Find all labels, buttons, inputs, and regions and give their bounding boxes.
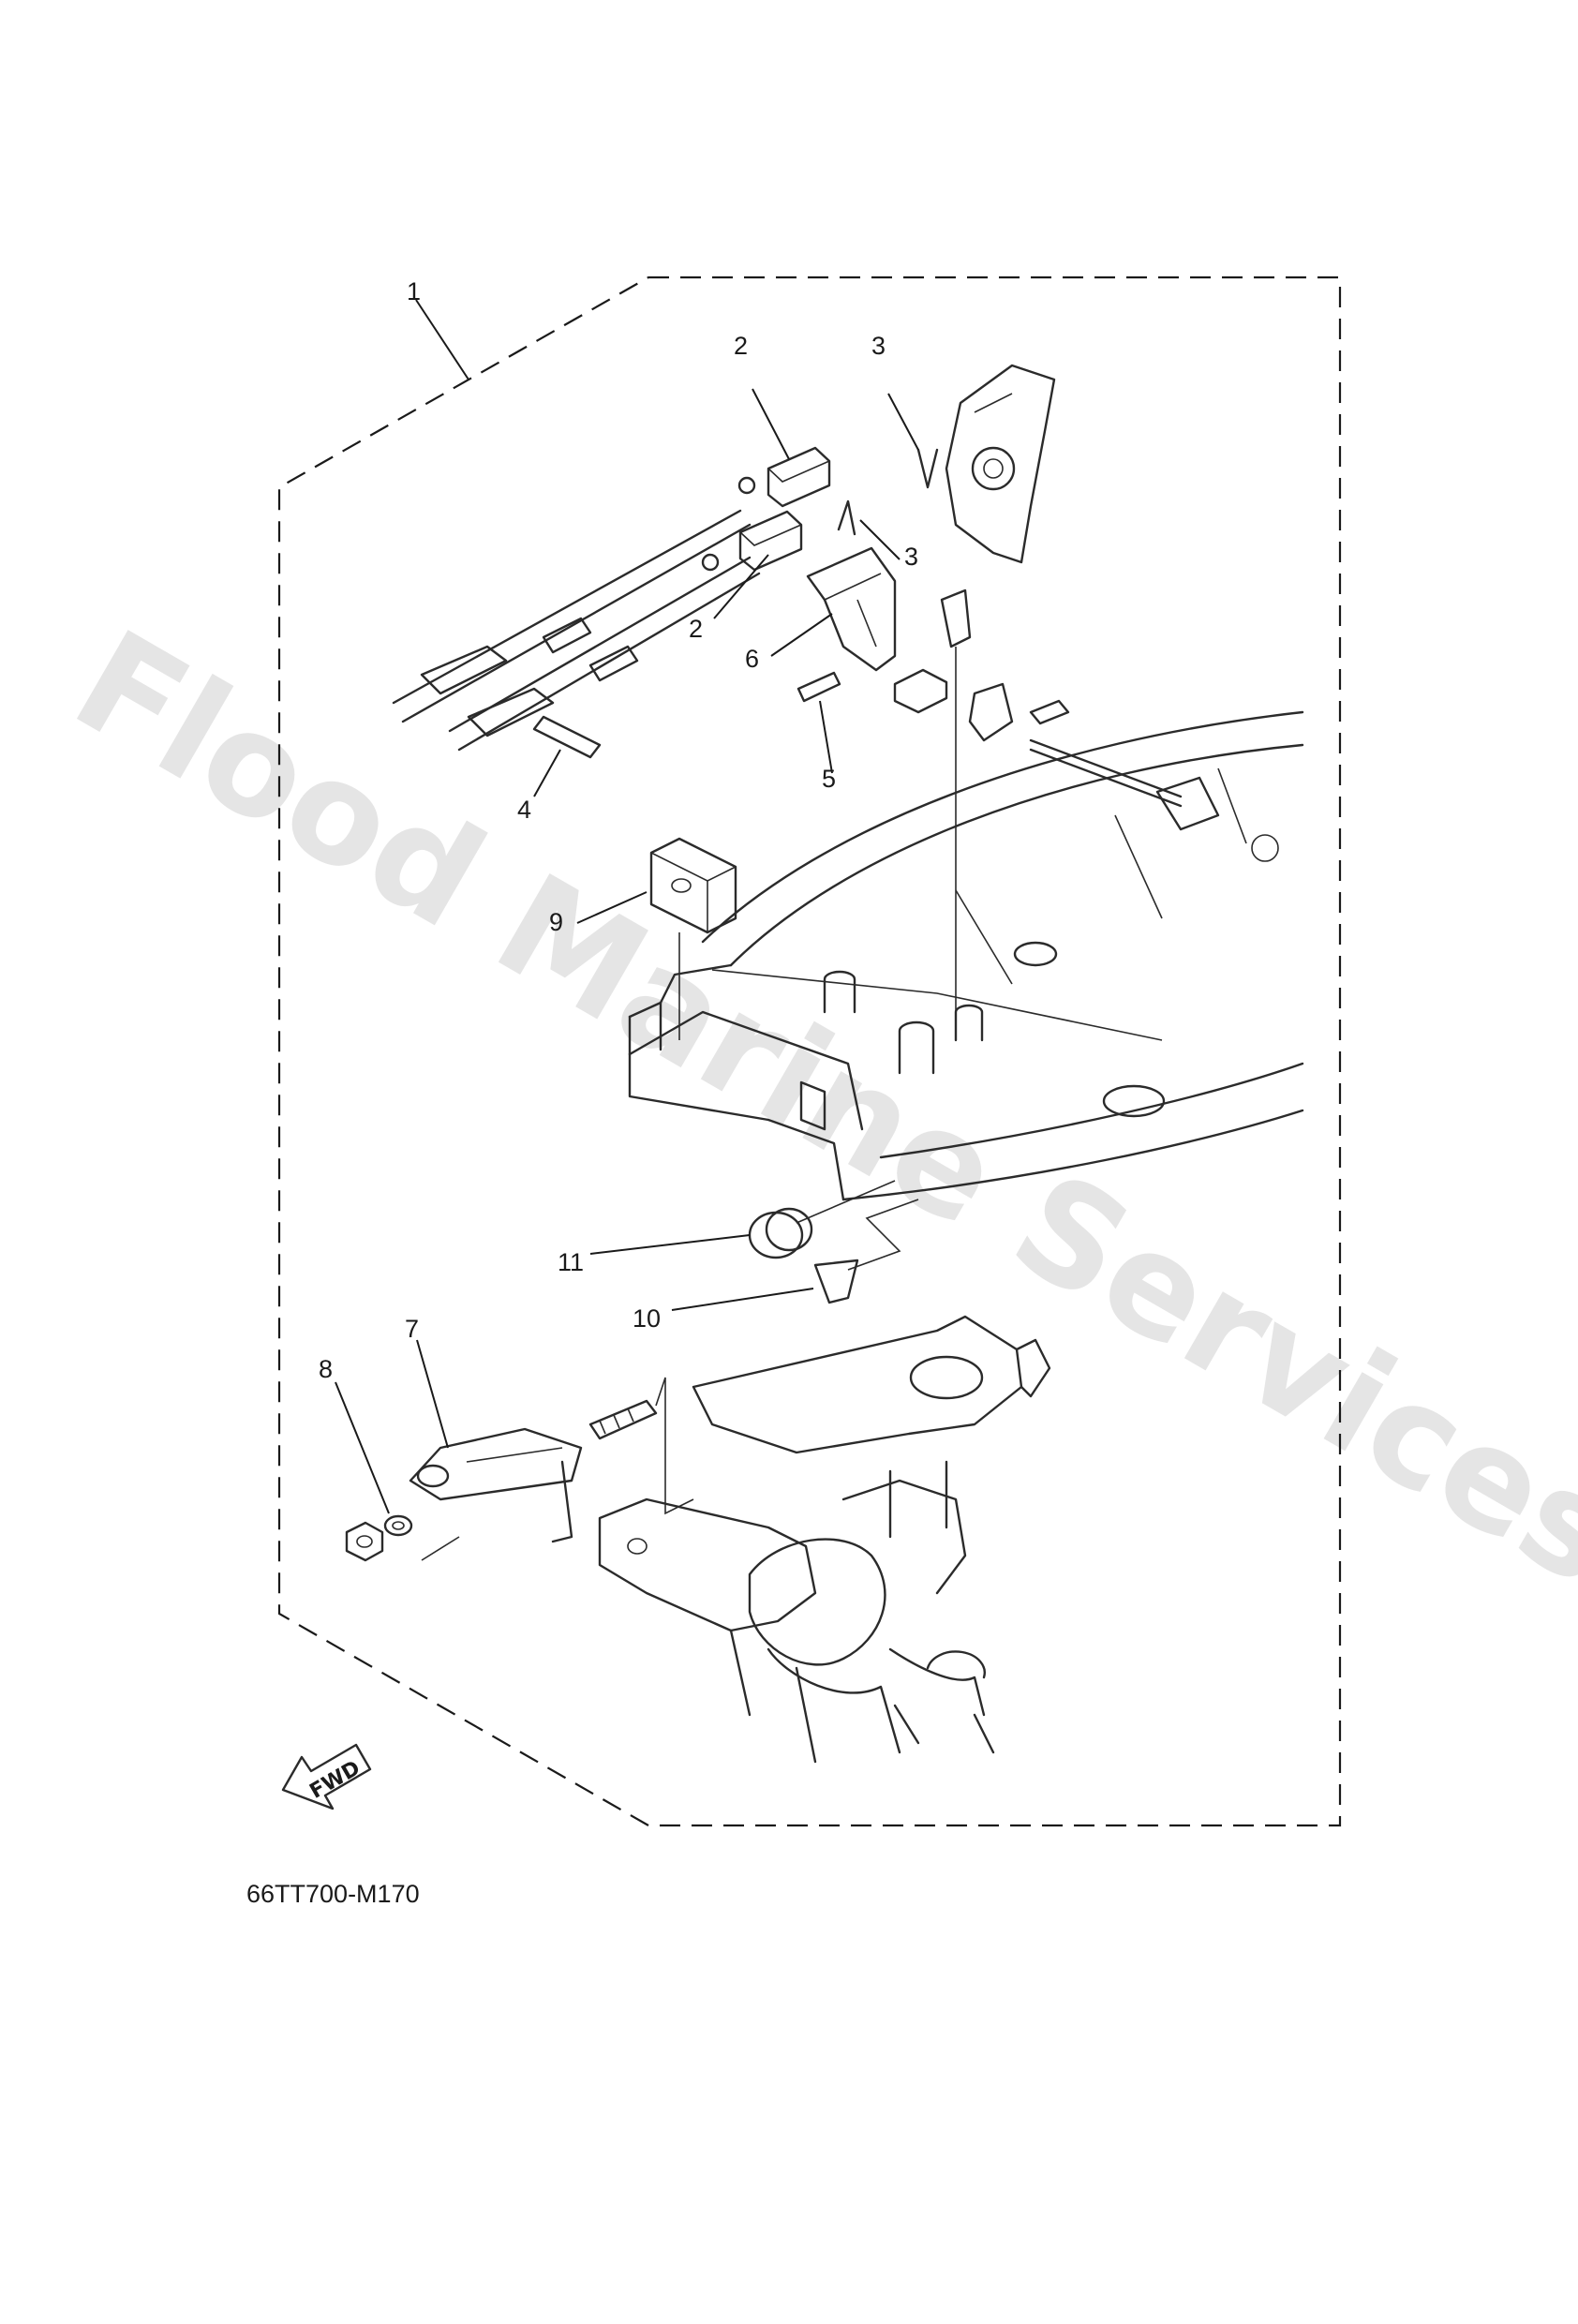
diagram-reference-code: 66TT700-M170 bbox=[246, 1880, 420, 1908]
callout-2-upper: 2 bbox=[734, 332, 748, 360]
leader-lines bbox=[335, 299, 919, 1514]
callout-11: 11 bbox=[558, 1248, 584, 1276]
callout-10: 10 bbox=[633, 1304, 661, 1333]
nut bbox=[345, 1521, 384, 1562]
cable-joint-lower bbox=[738, 510, 803, 572]
stud-bolt bbox=[588, 1399, 658, 1440]
cable-joint-upper bbox=[767, 446, 831, 508]
callout-8: 8 bbox=[319, 1355, 333, 1383]
callout-5: 5 bbox=[822, 765, 836, 793]
callout-labels: 1 2 3 3 2 6 5 4 9 11 10 7 8 bbox=[319, 277, 918, 1383]
bracket-fit-line bbox=[421, 1536, 460, 1561]
fwd-label: FWD bbox=[305, 1756, 364, 1803]
washer bbox=[383, 1514, 413, 1537]
wire-clip bbox=[837, 499, 856, 536]
remote-control-cables bbox=[392, 476, 761, 752]
cable-bracket-plate bbox=[916, 364, 1056, 564]
callout-3-upper: 3 bbox=[871, 332, 886, 360]
callout-1: 1 bbox=[407, 277, 421, 305]
mounting-bracket bbox=[409, 1427, 583, 1543]
callout-7: 7 bbox=[405, 1315, 419, 1343]
callout-9: 9 bbox=[549, 908, 563, 936]
stud-fit-line bbox=[655, 1377, 694, 1515]
rubber-block bbox=[649, 837, 737, 934]
watermark: Flood Marine Services bbox=[49, 600, 1578, 1616]
grommet bbox=[748, 1207, 813, 1259]
swivel-bracket bbox=[598, 1315, 1051, 1764]
bottom-cowling bbox=[628, 710, 1304, 1201]
shift-linkage bbox=[893, 588, 1220, 1021]
plug bbox=[813, 1259, 859, 1304]
plug-fit-line bbox=[847, 1199, 919, 1271]
callout-4: 4 bbox=[517, 796, 531, 824]
callout-3-lower: 3 bbox=[904, 543, 918, 571]
assembly-group-outline bbox=[277, 276, 1342, 1827]
grommet-fit-line bbox=[796, 1180, 896, 1224]
callout-6: 6 bbox=[745, 645, 759, 673]
forward-direction-arrow: FWD bbox=[281, 1743, 372, 1810]
pin bbox=[796, 671, 841, 703]
cable-band bbox=[532, 715, 602, 759]
cable-guide bbox=[806, 546, 897, 672]
callout-2-lower: 2 bbox=[689, 615, 703, 643]
